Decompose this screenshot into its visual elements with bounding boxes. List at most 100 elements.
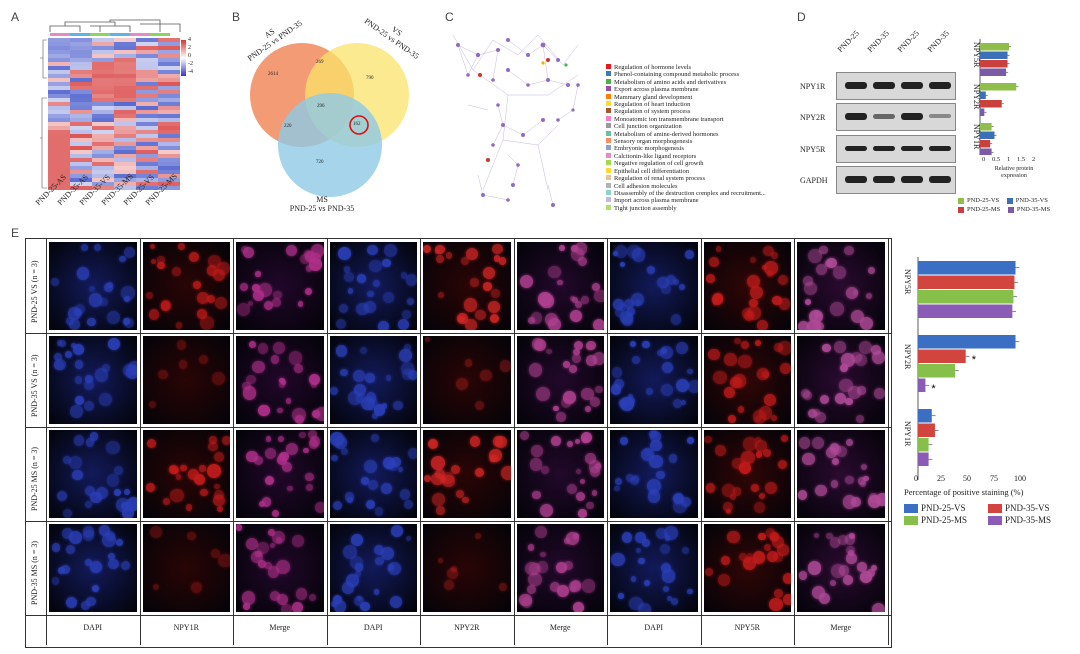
cell-nucleus: [390, 595, 403, 609]
heatmap-cell: [136, 42, 158, 46]
bar: [918, 409, 932, 423]
cell-nucleus: [405, 274, 417, 286]
cell-nucleus: [777, 459, 787, 469]
cell-nucleus: [634, 532, 646, 544]
cell-nucleus: [717, 573, 731, 587]
scale-tick: 0: [188, 53, 191, 59]
cell-nucleus: [443, 579, 454, 590]
cell-nucleus: [845, 475, 854, 485]
cell-nucleus: [113, 465, 123, 475]
cell-nucleus: [90, 491, 102, 504]
significance-star: *: [931, 383, 936, 395]
micrograph-row-label: PND-25 MS (n = 3): [30, 446, 39, 511]
cell-nucleus: [246, 374, 256, 385]
legend-swatch: [606, 86, 611, 92]
cell-nucleus: [384, 244, 398, 258]
heatmap-cell: [92, 98, 114, 102]
cell-nucleus: [556, 412, 566, 422]
cell-nucleus: [630, 576, 637, 583]
heatmap-cell: [136, 174, 158, 178]
cell-nucleus: [723, 387, 736, 399]
venn-count: 790: [366, 76, 374, 81]
cell-nucleus: [563, 391, 576, 404]
cell-nucleus: [566, 483, 578, 495]
heatmap-cell: [92, 66, 114, 70]
cell-nucleus: [435, 468, 446, 479]
heatmap-cell: [70, 162, 92, 166]
heatmap-cell: [158, 94, 180, 98]
cell-nucleus: [581, 387, 594, 401]
go-legend-item: Negative regulation of cell growth: [606, 160, 816, 167]
heatmap-color-scale: [181, 40, 186, 76]
go-legend-text: Embryonic morphogenesis: [614, 145, 684, 153]
heatmap-cell: [136, 50, 158, 54]
heatmap-cell: [158, 130, 180, 134]
cell-nucleus: [304, 251, 316, 262]
cell-nucleus: [257, 343, 269, 354]
cell-nucleus: [585, 453, 596, 464]
go-legend-text: Monoatomic ion transmembrane transport: [614, 115, 724, 123]
cell-nucleus: [769, 597, 783, 612]
cell-nucleus: [68, 456, 82, 470]
heatmap-cell: [70, 62, 92, 66]
cell-nucleus: [614, 245, 628, 258]
cell-nucleus: [385, 375, 392, 381]
heatmap-cell: [48, 182, 70, 186]
heatmap-cell: [114, 114, 136, 118]
heatmap-cell: [114, 142, 136, 146]
cell-nucleus: [258, 404, 270, 417]
cell-nucleus: [569, 580, 581, 593]
heatmap-cell: [158, 166, 180, 170]
cell-nucleus: [270, 355, 280, 364]
venn-count: 296: [317, 104, 325, 109]
cell-nucleus: [435, 506, 445, 515]
cell-nucleus: [682, 547, 690, 555]
cell-nucleus: [536, 561, 549, 573]
cell-nucleus: [356, 274, 366, 284]
scale-tick: 2: [188, 45, 191, 51]
cell-nucleus: [424, 474, 432, 482]
cell-nucleus: [237, 302, 251, 316]
cell-nucleus: [373, 280, 381, 288]
tick-label: 100: [1014, 474, 1026, 483]
cell-nucleus: [661, 347, 668, 355]
heatmap-cell: [48, 122, 70, 126]
cell-nucleus: [749, 257, 756, 264]
cell-nucleus: [200, 488, 208, 497]
bar: [918, 275, 1015, 289]
grid-divider: [513, 239, 515, 645]
cell-nucleus: [70, 405, 84, 419]
cell-nucleus: [586, 501, 594, 510]
heatmap-cell: [114, 90, 136, 94]
heatmap-cell: [114, 154, 136, 158]
cell-nucleus: [622, 315, 633, 326]
cell-nucleus: [292, 535, 305, 547]
panel-e-label: E: [11, 226, 20, 240]
cell-nucleus: [170, 489, 184, 503]
heatmap-cell: [158, 158, 180, 162]
cell-nucleus: [782, 593, 791, 605]
go-legend-item: Regulation of system process: [606, 108, 816, 115]
cell-nucleus: [807, 248, 822, 263]
cell-nucleus: [845, 438, 854, 447]
heatmap-cell: [158, 170, 180, 174]
heatmap-cell: [92, 54, 114, 58]
heatmap-cell: [158, 134, 180, 138]
cell-nucleus: [778, 298, 791, 310]
micrograph-col-label: NPY1R: [173, 623, 199, 632]
cell-nucleus: [369, 260, 382, 273]
cell-nucleus: [405, 535, 412, 542]
cell-nucleus: [246, 538, 258, 551]
cell-nucleus: [732, 457, 744, 470]
heatmap-cell: [92, 146, 114, 150]
cell-nucleus: [94, 368, 109, 382]
cell-nucleus: [686, 436, 694, 444]
bar: [918, 378, 926, 392]
cell-nucleus: [255, 271, 261, 277]
cell-nucleus: [665, 274, 677, 286]
cell-nucleus: [871, 564, 878, 571]
cell-nucleus: [770, 535, 776, 542]
cell-nucleus: [738, 406, 745, 413]
cell-nucleus: [567, 441, 573, 447]
cell-nucleus: [580, 478, 586, 484]
